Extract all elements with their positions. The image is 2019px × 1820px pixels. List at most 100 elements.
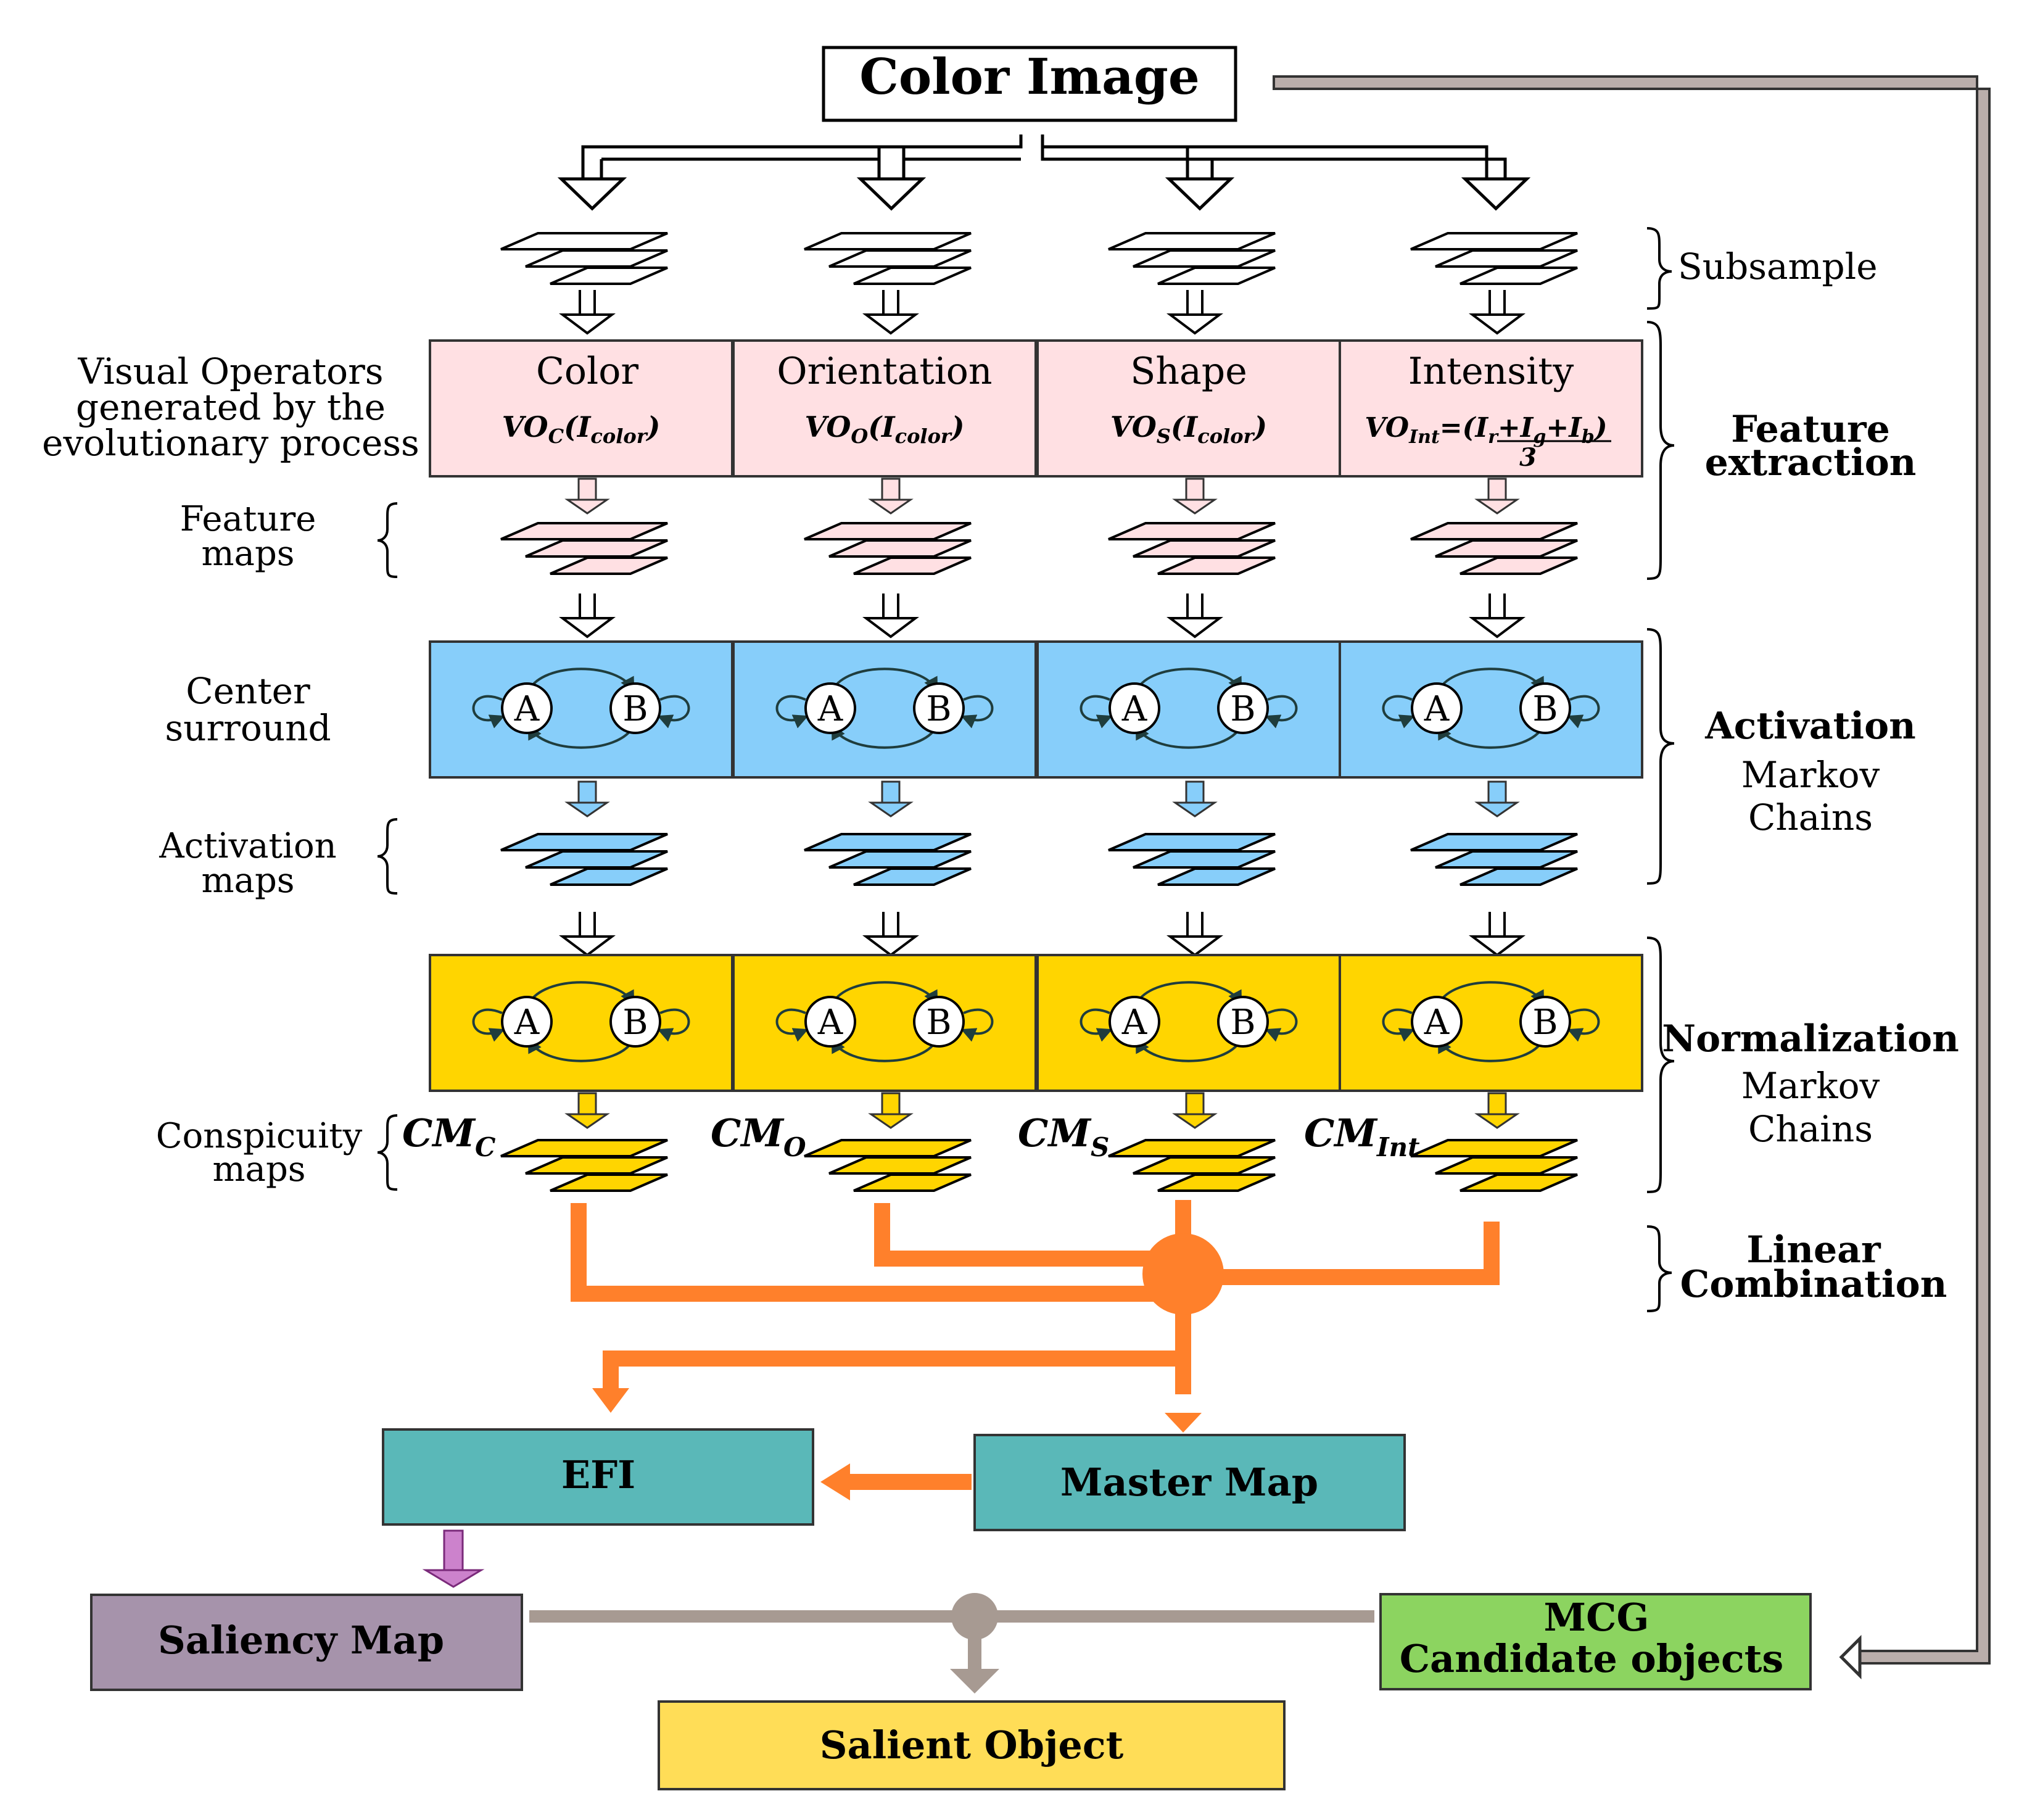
- formula-part: ): [950, 410, 965, 444]
- center-surround-label-1: Center: [186, 670, 310, 712]
- operator-name: Intensity: [1408, 350, 1574, 393]
- activation-1-node-b: B: [622, 689, 648, 729]
- purple-arrow-head: [422, 1569, 485, 1588]
- efi-box: [382, 1428, 814, 1526]
- activation-1-node-a: A: [514, 689, 540, 729]
- activation-4-node-b: B: [1532, 689, 1558, 729]
- feature-map-stack: [1108, 522, 1276, 575]
- yellow-arrow: [868, 1092, 914, 1129]
- normalization-4-node-b: B: [1532, 1003, 1558, 1043]
- formula-part: VO: [1110, 410, 1157, 444]
- normalization-3-node-b: B: [1230, 1003, 1255, 1043]
- orange-arrow-to-efi: [592, 1388, 629, 1413]
- formula-denominator: 3: [1519, 443, 1537, 472]
- feedback-arrow-body: [1273, 75, 1991, 1665]
- hollow-arrow-subsample: [559, 290, 616, 335]
- pink-arrow: [1172, 478, 1218, 515]
- formula-part: =(I: [1440, 412, 1489, 444]
- formula-part: O: [851, 424, 868, 448]
- activation-sub-1: Markov: [1741, 754, 1880, 796]
- formula-part: g: [1533, 426, 1546, 448]
- cm-main: CM: [402, 1111, 476, 1156]
- formula-part: VO: [1365, 412, 1409, 444]
- master-map-box: [973, 1434, 1406, 1531]
- formula-part: color: [590, 424, 648, 448]
- activation-maps-label-2: maps: [201, 861, 294, 901]
- operator-formula: VOS(Icolor): [1110, 410, 1267, 448]
- formula-part: Int: [1408, 426, 1440, 448]
- operator-formula: VOO(Icolor): [804, 410, 964, 448]
- blue-arrow: [868, 780, 914, 817]
- right-brackets: [1646, 227, 1675, 1312]
- hollow-arrow-feature: [862, 594, 919, 639]
- visual-operators-label-2: generated by the: [76, 386, 386, 428]
- formula-part: (I: [868, 410, 896, 444]
- master-map-label: Master Map: [1060, 1460, 1318, 1505]
- operator-box: [1036, 339, 1341, 478]
- hollow-arrow-activation: [1166, 912, 1223, 957]
- saliency-map-label: Saliency Map: [158, 1618, 444, 1663]
- subsample-stack: [804, 232, 972, 285]
- normalization-4-node-a: A: [1424, 1003, 1450, 1043]
- left-braces: [377, 502, 398, 1191]
- normalization-3-node-a: A: [1121, 1003, 1147, 1043]
- color-image-box: [822, 46, 1237, 122]
- cm-main: CM: [711, 1111, 785, 1156]
- conspicuity-label: CMS: [1018, 1111, 1109, 1162]
- saliency-map-box: [90, 1594, 523, 1691]
- operator-name: Shape: [1130, 350, 1247, 393]
- operator-box: [429, 339, 733, 478]
- subsample-label: Subsample: [1678, 246, 1878, 287]
- formula-part: S: [1157, 424, 1171, 448]
- activation-maps-label-1: Activation: [159, 826, 336, 866]
- activation-map-stack: [1410, 833, 1578, 886]
- activation-map-stack: [1108, 833, 1276, 886]
- orange-arrow-to-master: [1165, 1413, 1202, 1433]
- subsample-stack: [1410, 232, 1578, 285]
- cm-sub: Int: [1376, 1132, 1420, 1162]
- salient-object-label: Salient Object: [820, 1723, 1124, 1768]
- formula-part: VO: [502, 410, 548, 444]
- color-image-title: Color Image: [859, 48, 1200, 105]
- conspicuity-map-stack: [804, 1139, 972, 1192]
- formula-part: color: [895, 424, 952, 448]
- pink-arrow: [564, 478, 610, 515]
- purple-arrow-shaft: [443, 1529, 464, 1571]
- linear-combination-label-2: Combination: [1680, 1263, 1947, 1306]
- activation-map-stack: [804, 833, 972, 886]
- normalization-sub-2: Chains: [1748, 1108, 1873, 1150]
- activation-2-node-a: A: [817, 689, 843, 729]
- blue-arrow: [1172, 780, 1218, 817]
- hollow-arrow-feature: [559, 594, 616, 639]
- cm-sub: C: [475, 1132, 496, 1162]
- hollow-arrow-feature: [1166, 594, 1223, 639]
- conspicuity-label: CMO: [711, 1111, 806, 1162]
- cm-sub: O: [783, 1132, 806, 1162]
- distribution-lines: [581, 134, 1507, 179]
- operator-name: Orientation: [777, 350, 992, 393]
- blue-arrow: [1474, 780, 1520, 817]
- activation-3-node-a: A: [1121, 689, 1147, 729]
- normalization-2-node-a: A: [817, 1003, 843, 1043]
- center-surround-label-2: surround: [165, 707, 331, 749]
- normalization-sub-1: Markov: [1741, 1065, 1880, 1107]
- formula-part: color: [1197, 424, 1255, 448]
- hollow-arrow-feature: [1469, 594, 1526, 639]
- orange-arrow-master-to-efi: [820, 1463, 850, 1500]
- formula-part: ): [1252, 410, 1267, 444]
- subsample-stack: [500, 232, 668, 285]
- conspicuity-map-stack: [1108, 1139, 1276, 1192]
- activation-sub-2: Chains: [1748, 796, 1873, 838]
- feature-map-stack: [500, 522, 668, 575]
- feature-extraction-label-2: extraction: [1705, 441, 1917, 484]
- feature-extraction-label-1: Feature: [1731, 408, 1890, 451]
- conspicuity-maps-label-2: maps: [212, 1149, 305, 1189]
- conspicuity-map-stack: [1410, 1139, 1578, 1192]
